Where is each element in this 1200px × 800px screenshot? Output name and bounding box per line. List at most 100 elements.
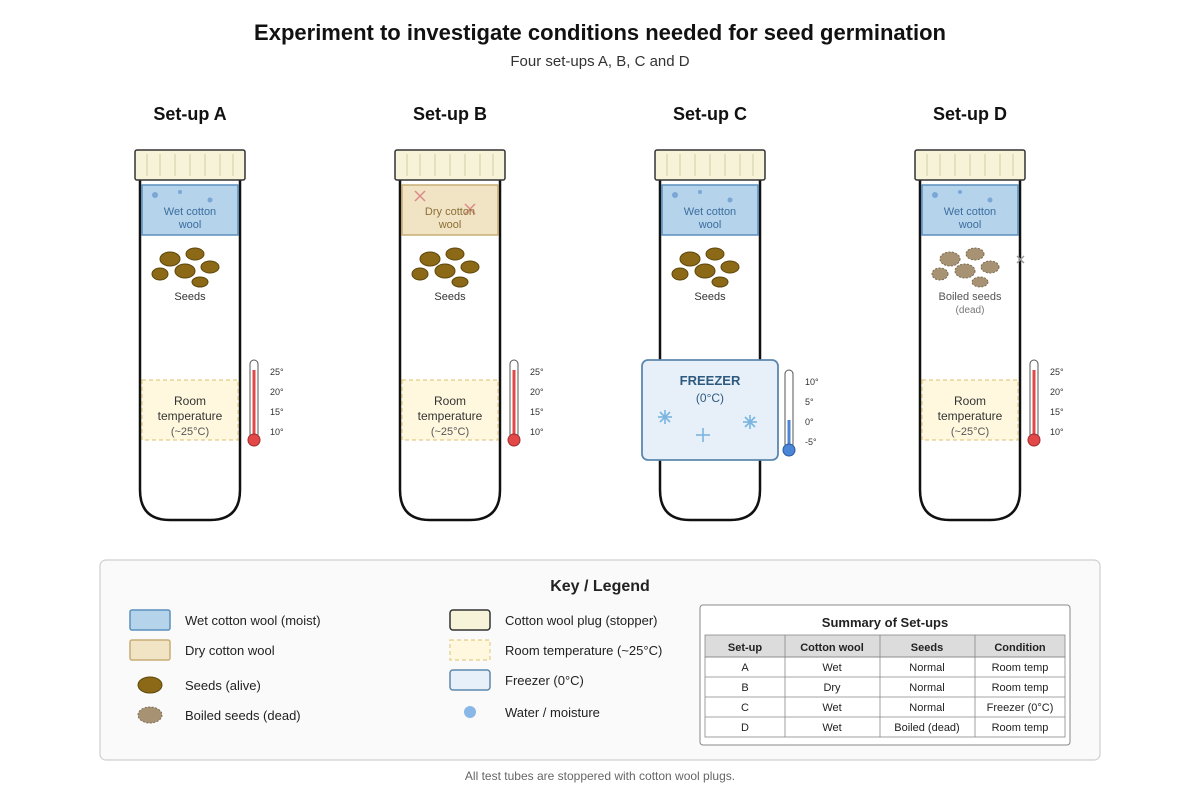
env-label-a-line2: temperature (158, 409, 223, 423)
cotton-plug-b (394, 149, 506, 181)
seed-icon (137, 676, 163, 694)
env-label-d-line1: Room (954, 394, 986, 408)
table-cell: Normal (909, 662, 944, 674)
table-cell: A (741, 662, 749, 674)
wool-label-c-line1: Wet cotton (684, 206, 736, 218)
legend-item-freezer: Freezer (0°C) (449, 669, 584, 691)
summary-table: Summary of Set-ups Set-up Cotton wool Se… (699, 604, 1071, 746)
env-label-d-line2: temperature (938, 409, 1003, 423)
env-label-b-line1: Room (434, 394, 466, 408)
thermo-tick-b-1: 25° (530, 367, 544, 377)
wet-cotton-wool-a: Wet cotton wool (141, 184, 239, 236)
env-label-b-line3: (~25°C) (431, 426, 469, 438)
table-cell: Dry (823, 682, 841, 694)
table-cell: B (741, 682, 748, 694)
table-cell: C (741, 702, 749, 714)
seeds-label-c: Seeds (694, 291, 726, 303)
legend-title: Key / Legend (550, 578, 650, 595)
legend-label-boiled-seeds: Boiled seeds (dead) (185, 708, 301, 723)
thermo-tick-c-1: 10° (805, 377, 819, 387)
env-label-c-line2: (0°C) (696, 391, 724, 405)
wet-cotton-wool-d: Wet cotton wool (921, 184, 1019, 236)
table-row: B Dry Normal Room temp (741, 682, 1048, 694)
footnote: All test tubes are stoppered with cotton… (465, 769, 735, 783)
thermo-tick-a-3: 15° (270, 407, 284, 417)
snowflake-icon (658, 410, 672, 424)
wool-label-b-line1: Dry cotton (425, 206, 475, 218)
no-water-cross-icon (414, 190, 476, 215)
snowflake-icon (743, 415, 757, 429)
table-cell: Boiled (dead) (894, 722, 959, 734)
plug-swatch (449, 609, 491, 631)
legend-item-dry-wool: Dry cotton wool (129, 639, 275, 661)
seeds-a (151, 247, 220, 288)
table-cell: Room temp (992, 662, 1049, 674)
table-cell: Normal (909, 702, 944, 714)
wet-wool-swatch (129, 609, 171, 631)
dry-wool-swatch (129, 639, 171, 661)
thermo-tick-a-4: 10° (270, 427, 284, 437)
legend-label-room-temp: Room temperature (~25°C) (505, 643, 662, 658)
seeds-label-b: Seeds (434, 291, 466, 303)
legend-item-plug: Cotton wool plug (stopper) (449, 609, 657, 631)
table-cell: Wet (822, 702, 841, 714)
wool-label-b-line2: wool (438, 219, 462, 231)
setup-c-label: Set-up C (673, 104, 747, 124)
legend-panel: Key / Legend Wet cotton wool (moist) Dry… (99, 559, 1101, 761)
legend-item-water: Water / moisture (464, 705, 600, 720)
setup-d: Set-up D Wet cotton wool Boiled seeds (914, 104, 1064, 522)
thermo-tick-c-3: 0° (805, 417, 814, 427)
seeds-b (411, 247, 480, 288)
thermo-tick-d-2: 20° (1050, 387, 1064, 397)
dry-cotton-wool-b: Dry cotton wool (401, 184, 499, 236)
table-cell: Wet (822, 722, 841, 734)
table-cell: Freezer (0°C) (987, 702, 1054, 714)
table-header-cell: Seeds (911, 642, 943, 654)
room-temperature-zone-a: Room temperature (~25°C) (141, 379, 239, 441)
freezer-swatch (449, 669, 491, 691)
table-header-cell: Set-up (728, 642, 763, 654)
boiled-seed-icon (137, 706, 163, 724)
thermometer-d: 25° 20° 15° 10° (1027, 359, 1064, 447)
table-cell: D (741, 722, 749, 734)
table-row: D Wet Boiled (dead) Room temp (741, 722, 1048, 734)
thermometer-c: 10° 5° 0° -5° (782, 369, 819, 457)
wool-label-d-line1: Wet cotton (944, 206, 996, 218)
legend-label-freezer: Freezer (0°C) (505, 673, 584, 688)
table-cell: Wet (822, 662, 841, 674)
legend-label-plug: Cotton wool plug (stopper) (505, 613, 657, 628)
setup-b-label: Set-up B (413, 104, 487, 124)
water-drop-icon (464, 706, 476, 718)
legend-item-boiled-seeds: Boiled seeds (dead) (137, 706, 301, 724)
cotton-plug-d (914, 149, 1026, 181)
thermo-tick-c-4: -5° (805, 437, 817, 447)
table-header: Set-up Cotton wool Seeds Condition (728, 642, 1046, 654)
table-row: A Wet Normal Room temp (741, 662, 1048, 674)
thermometer-a: 25° 20° 15° 10° (247, 359, 284, 447)
wet-cotton-wool-c: Wet cotton wool (661, 184, 759, 236)
wool-label-c-line2: wool (698, 219, 722, 231)
legend-label-dry-wool: Dry cotton wool (185, 643, 275, 658)
thermo-tick-a-1: 25° (270, 367, 284, 377)
table-cell: Room temp (992, 682, 1049, 694)
setup-d-label: Set-up D (933, 104, 1007, 124)
diagram-subtitle: Four set-ups A, B, C and D (510, 53, 689, 70)
legend-label-water: Water / moisture (505, 705, 600, 720)
thermometer-b: 25° 20° 15° 10° (507, 359, 544, 447)
boiled-seeds-d (931, 247, 1000, 288)
thermo-tick-b-4: 10° (530, 427, 544, 437)
setup-c: Set-up C Wet cotton wool Seeds FREEZER (641, 104, 819, 522)
env-label-a-line3: (~25°C) (171, 426, 209, 438)
diagram-title: Experiment to investigate conditions nee… (254, 20, 946, 45)
thermo-tick-a-2: 20° (270, 387, 284, 397)
seeds-label-a: Seeds (174, 291, 206, 303)
thermo-tick-c-2: 5° (805, 397, 814, 407)
setup-a-label: Set-up A (153, 104, 226, 124)
env-label-c-line1: FREEZER (680, 373, 741, 388)
cotton-plug-c (654, 149, 766, 181)
legend-item-room-temp: Room temperature (~25°C) (449, 639, 662, 661)
legend-label-wet-wool: Wet cotton wool (moist) (185, 613, 321, 628)
table-header-cell: Cotton wool (800, 642, 864, 654)
legend-label-seeds: Seeds (alive) (185, 678, 261, 693)
